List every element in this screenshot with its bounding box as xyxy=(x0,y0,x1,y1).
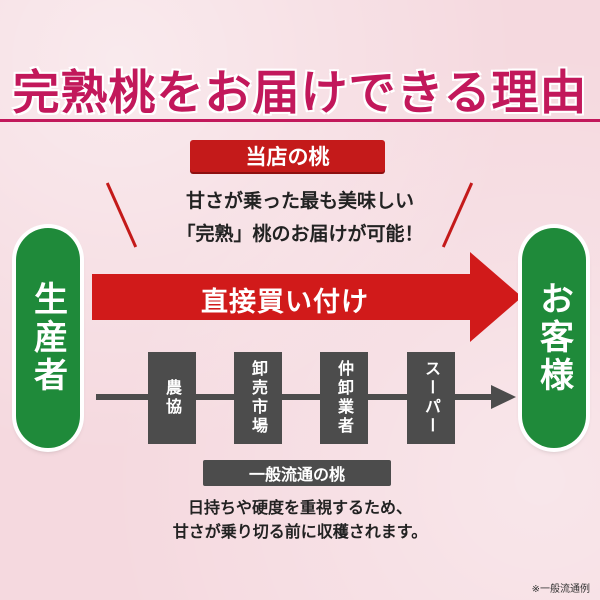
page-title: 完熟桃をお届けできる理由 xyxy=(12,66,588,121)
customer-pill: お客様 xyxy=(522,228,586,448)
step-box-middleman: 仲卸業者 xyxy=(320,352,368,444)
general-description-line-2: 甘さが乗り切る前に収穫されます。 xyxy=(172,522,428,541)
step-box-wholesale-market: 卸売市場 xyxy=(234,352,282,444)
customer-label: お客様 xyxy=(533,281,574,395)
producer-label: 生産者 xyxy=(27,281,68,395)
footnote: ※一般流通例 xyxy=(531,584,590,595)
step-box-supermarket: スーパー xyxy=(407,352,455,444)
general-distribution-label: 一般流通の桃 xyxy=(203,460,391,486)
title-underline xyxy=(0,119,600,122)
benefit-line-1: 甘さが乗った最も美味しい xyxy=(185,190,414,212)
benefit-line-2: 「完熟」桃のお届けが可能！ xyxy=(176,223,424,245)
direct-route-arrow xyxy=(92,252,522,342)
direct-route-label: 直接買い付け xyxy=(201,287,369,318)
producer-pill: 生産者 xyxy=(16,228,80,448)
step-label: 卸売市場 xyxy=(249,360,268,436)
general-route-arrow xyxy=(96,385,516,409)
general-description-line-1: 日持ちや硬度を重視するため、 xyxy=(187,498,412,517)
step-box-nokyo: 農協 xyxy=(148,352,196,444)
step-label: 農協 xyxy=(163,379,182,417)
step-label: スーパー xyxy=(422,360,441,436)
our-shop-label: 当店の桃 xyxy=(190,140,385,172)
step-label: 仲卸業者 xyxy=(335,360,354,436)
